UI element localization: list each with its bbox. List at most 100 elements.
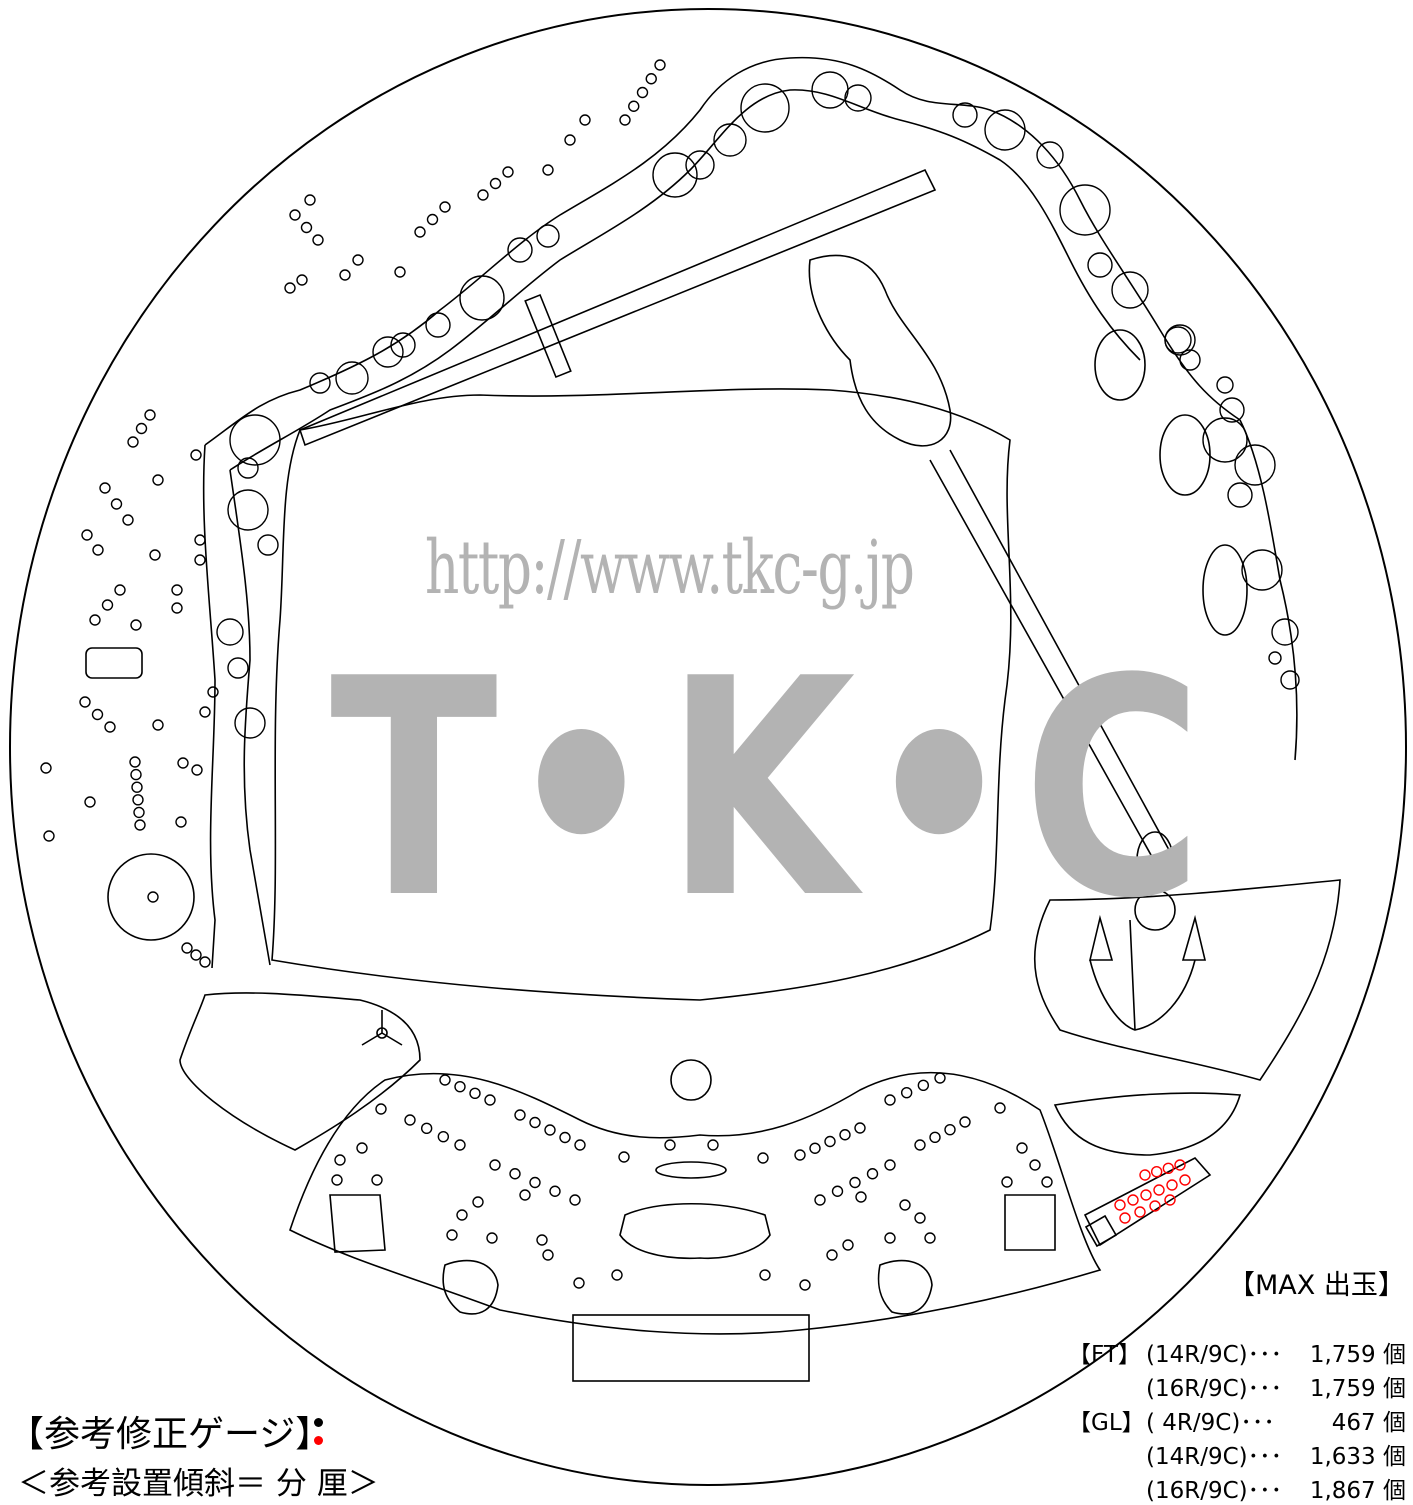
nail bbox=[509, 1168, 521, 1180]
red-nail bbox=[1139, 1169, 1151, 1181]
nail bbox=[79, 696, 91, 708]
sword-guard bbox=[524, 293, 572, 379]
nail bbox=[529, 1176, 541, 1189]
nail bbox=[127, 436, 139, 448]
gauge-marker-black bbox=[314, 1418, 323, 1427]
nail bbox=[831, 1185, 844, 1197]
nail bbox=[133, 806, 145, 819]
nail bbox=[519, 1189, 531, 1201]
nail bbox=[135, 422, 148, 435]
board-outline bbox=[9, 8, 1407, 1486]
nail bbox=[130, 619, 142, 631]
nail bbox=[190, 949, 202, 961]
nail bbox=[456, 1209, 468, 1221]
nail bbox=[144, 409, 156, 421]
nail bbox=[43, 830, 55, 842]
fish-low bbox=[1202, 544, 1248, 636]
nail bbox=[414, 226, 426, 238]
anchor-ball bbox=[1134, 889, 1176, 931]
red-nail bbox=[1179, 1174, 1191, 1186]
upper-left-rail bbox=[204, 56, 1241, 446]
bubble bbox=[952, 102, 978, 128]
nail bbox=[394, 266, 406, 278]
bubble bbox=[1219, 397, 1245, 423]
nail bbox=[114, 584, 126, 596]
bubble bbox=[372, 336, 404, 368]
nail bbox=[1029, 1159, 1041, 1171]
max-payout-row: (16R/9C)･･･ 1,759 個 bbox=[1068, 1369, 1406, 1403]
nail bbox=[707, 1139, 719, 1151]
bubble bbox=[685, 150, 715, 180]
nail bbox=[371, 1174, 383, 1186]
nail bbox=[454, 1080, 466, 1093]
nail bbox=[759, 1269, 771, 1281]
nail bbox=[207, 686, 219, 698]
bubble bbox=[984, 109, 1026, 151]
center-lane bbox=[289, 1071, 1102, 1335]
red-nail-cluster bbox=[1114, 1159, 1191, 1224]
max-payout-row: (16R/9C)･･･ 1,867 個 bbox=[1068, 1471, 1406, 1505]
row-tag: 【FT】 bbox=[1068, 1342, 1141, 1368]
nail bbox=[101, 599, 114, 611]
nail bbox=[611, 1269, 623, 1281]
bubble bbox=[227, 489, 269, 531]
nail bbox=[129, 756, 141, 768]
nail bbox=[40, 762, 52, 774]
nail bbox=[855, 1191, 867, 1203]
pirate-figure bbox=[808, 254, 952, 447]
sword bbox=[299, 168, 937, 447]
red-nail bbox=[1114, 1199, 1126, 1211]
row-value: 1,867 個 bbox=[1309, 1478, 1406, 1504]
red-nail bbox=[1149, 1200, 1161, 1212]
nail bbox=[190, 449, 202, 461]
bubble bbox=[216, 618, 244, 646]
red-nail bbox=[1153, 1184, 1165, 1196]
bubble bbox=[740, 83, 790, 133]
red-nail bbox=[1166, 1179, 1178, 1191]
center-crown bbox=[619, 1203, 771, 1260]
nail bbox=[574, 1139, 586, 1151]
nail bbox=[472, 1196, 484, 1208]
nail bbox=[959, 1116, 971, 1128]
bubble bbox=[229, 414, 281, 466]
nail bbox=[331, 1174, 343, 1186]
nail bbox=[149, 549, 161, 561]
nail bbox=[375, 1103, 387, 1115]
nail bbox=[529, 1116, 541, 1129]
stage-left bbox=[179, 992, 421, 1151]
nail bbox=[91, 708, 104, 721]
nail bbox=[152, 719, 164, 731]
red-nail bbox=[1150, 1165, 1163, 1178]
nail bbox=[929, 1131, 941, 1144]
nail bbox=[542, 164, 554, 176]
red-nail bbox=[1119, 1212, 1131, 1224]
bubble bbox=[1280, 670, 1300, 690]
bubble bbox=[1202, 417, 1248, 463]
nail bbox=[454, 1139, 466, 1151]
upper-left-rail-inner bbox=[229, 89, 1141, 471]
nail bbox=[194, 554, 206, 566]
nail bbox=[866, 1168, 879, 1180]
nail bbox=[1001, 1176, 1013, 1188]
bubble bbox=[1087, 252, 1113, 278]
bubble bbox=[1234, 444, 1276, 486]
left-bottom-pocket bbox=[442, 1259, 499, 1315]
nail bbox=[536, 1234, 548, 1246]
nail bbox=[175, 816, 187, 828]
nail bbox=[110, 498, 123, 510]
nail bbox=[300, 221, 313, 234]
nail bbox=[884, 1232, 896, 1244]
nail bbox=[356, 1142, 368, 1154]
nail bbox=[794, 1149, 806, 1161]
max-payout-row: (14R/9C)･･･ 1,633 個 bbox=[1068, 1437, 1406, 1471]
bubble bbox=[507, 237, 533, 263]
row-value: 1,633 個 bbox=[1309, 1444, 1406, 1470]
anchor-ring bbox=[1136, 831, 1174, 889]
red-nail bbox=[1127, 1194, 1139, 1206]
bubble bbox=[1164, 326, 1192, 354]
red-nail bbox=[1162, 1162, 1175, 1175]
nail bbox=[917, 1079, 930, 1092]
nail bbox=[199, 706, 211, 718]
red-nail bbox=[1174, 1159, 1186, 1171]
nail bbox=[489, 177, 502, 190]
